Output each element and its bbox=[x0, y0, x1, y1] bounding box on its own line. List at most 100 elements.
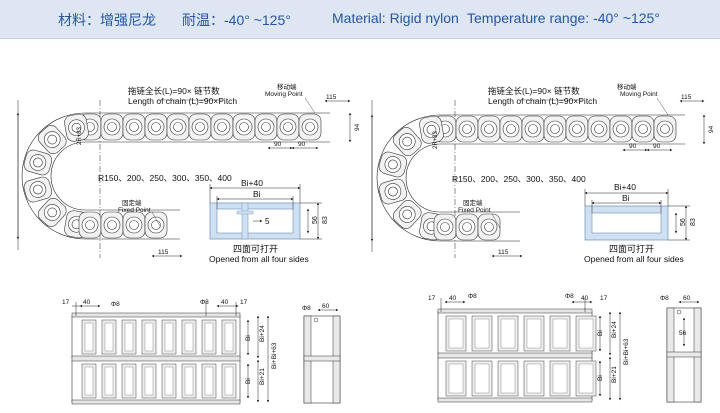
width-inner-label: Bi bbox=[253, 189, 261, 199]
bi-b: Bi bbox=[245, 378, 252, 384]
chain-link bbox=[378, 178, 408, 205]
chain-outline-inner bbox=[50, 141, 330, 211]
spec-header: 材料：增强尼龙 耐温：-40° ~125° Material: Rigid ny… bbox=[0, 0, 720, 39]
plan-cell-inner bbox=[578, 318, 594, 349]
dim-2r83: 2R+83 bbox=[77, 126, 83, 145]
plan-cells-right bbox=[445, 315, 597, 397]
plan-cell-inner bbox=[224, 322, 234, 352]
temperature-cn: 耐温：-40° ~125° bbox=[182, 12, 291, 28]
phi8-b: Φ8 bbox=[565, 293, 574, 300]
chain-drawing-right: 2R+83 拖链全长(L)=90× 链节数 Length of chain (L… bbox=[370, 82, 715, 258]
phi8: Φ8 bbox=[660, 295, 669, 302]
dim-40: 40 bbox=[449, 295, 457, 302]
dim-2r83: 2R+83 bbox=[433, 130, 439, 149]
plan-cell-inner bbox=[526, 318, 542, 349]
chain-link bbox=[166, 113, 190, 141]
dim-pitch-1: 90 bbox=[274, 141, 282, 148]
chain-link bbox=[499, 115, 523, 143]
chain-link bbox=[144, 113, 168, 141]
moving-point-cn: 移动端 bbox=[617, 82, 637, 91]
chain-link bbox=[477, 115, 501, 143]
moving-point-cn: 移动端 bbox=[277, 82, 297, 91]
chain-link bbox=[188, 113, 212, 141]
dim-115-bottom: 115 bbox=[158, 249, 169, 256]
plan-cell-inner bbox=[144, 322, 154, 352]
chain-links-right bbox=[378, 115, 677, 241]
width-outer-label: Bi+40 bbox=[241, 178, 263, 188]
phi8-a: Φ8 bbox=[468, 293, 477, 300]
dim-17-right: 17 bbox=[240, 299, 248, 306]
plan-cell-inner bbox=[204, 322, 214, 352]
caption-en: Opened from all four sides bbox=[584, 254, 684, 264]
chain-link bbox=[37, 197, 67, 227]
chain-link bbox=[631, 115, 655, 143]
bi-a: Bi bbox=[245, 335, 252, 341]
plan-cell-inner bbox=[204, 366, 214, 396]
chain-link bbox=[210, 113, 234, 141]
plan-cells-left bbox=[81, 319, 237, 399]
dim-115-top: 115 bbox=[326, 94, 337, 101]
fixed-point-en: Fixed Point bbox=[458, 207, 491, 214]
plan-cell-inner bbox=[184, 322, 194, 352]
fixed-point-en: Fixed Point bbox=[118, 207, 151, 214]
plan-cell-inner bbox=[84, 366, 94, 396]
plan-cell-inner bbox=[500, 318, 516, 349]
phi8-b: Φ8 bbox=[200, 299, 209, 306]
chain-length-en: Length of chain (L)=90×Pitch bbox=[128, 96, 237, 106]
dim-pitch-2: 90 bbox=[653, 143, 661, 150]
chain-link bbox=[100, 211, 124, 239]
plan-cell-inner bbox=[500, 363, 516, 394]
plan-cell-inner bbox=[474, 318, 490, 349]
dim-17: 17 bbox=[428, 295, 436, 302]
chain-outline-outer bbox=[376, 114, 685, 242]
side-view-right: Φ8 60 56 bbox=[660, 295, 702, 403]
chain-link bbox=[433, 213, 457, 241]
dim-40: 40 bbox=[83, 299, 91, 306]
dim-pitch-2: 90 bbox=[298, 141, 306, 148]
cross-section-right: Bi+40 Bi 56 83 四面可打开 Opened from all fou… bbox=[584, 182, 697, 264]
chain-link bbox=[144, 211, 168, 239]
plan-cell-inner bbox=[104, 366, 114, 396]
chain-link bbox=[378, 151, 408, 178]
width-outer-label: Bi+40 bbox=[614, 182, 636, 192]
dim-40-right: 40 bbox=[221, 299, 229, 306]
dim-56: 56 bbox=[679, 330, 687, 337]
chain-links-left bbox=[23, 113, 322, 239]
chain-outline-outer bbox=[21, 112, 330, 240]
chain-link bbox=[100, 113, 124, 141]
bi-plus-24: Bi+24 bbox=[259, 325, 266, 342]
plan-cell-inner bbox=[164, 366, 174, 396]
dim-94: 94 bbox=[708, 125, 715, 133]
chain-length-en: Length of chain (L)=90×Pitch bbox=[488, 96, 597, 106]
plan-cell-inner bbox=[124, 322, 134, 352]
plan-cell-inner bbox=[526, 363, 542, 394]
bi-a: Bi bbox=[597, 330, 604, 336]
fixed-point-cn: 固定端 bbox=[122, 198, 142, 207]
caption-cn: 四面可打开 bbox=[609, 243, 654, 254]
bi-plus-21: Bi+21 bbox=[611, 366, 618, 383]
plan-cell-inner bbox=[164, 322, 174, 352]
plan-cell-inner bbox=[144, 366, 154, 396]
chain-link bbox=[232, 113, 256, 141]
dim-115-bottom: 115 bbox=[498, 249, 509, 256]
dim-60: 60 bbox=[322, 303, 330, 310]
temperature-en: Temperature range: -40° ~125° bbox=[467, 10, 660, 26]
plan-cell-inner bbox=[104, 322, 114, 352]
fixed-point-cn: 固定端 bbox=[463, 198, 483, 207]
dim-56: 56 bbox=[680, 218, 687, 226]
chain-link bbox=[23, 176, 53, 203]
plan-cell-inner bbox=[84, 322, 94, 352]
chain-link bbox=[276, 113, 300, 141]
dim-94: 94 bbox=[354, 123, 361, 131]
caption-en: Opened from all four sides bbox=[209, 254, 309, 264]
plan-cell-inner bbox=[552, 363, 568, 394]
bi-b: Bi bbox=[597, 375, 604, 381]
dim-115-top: 115 bbox=[681, 94, 692, 101]
cross-section-left: Bi+40 Bi 5 56 83 四面可打开 Opened from all f… bbox=[209, 178, 329, 264]
dim-83: 83 bbox=[690, 218, 697, 226]
chain-link bbox=[122, 113, 146, 141]
chain-link bbox=[477, 213, 501, 241]
plan-view-right: 17 40 Φ8 Φ8 40 17 Bi Bi+24 Bi Bi+21 Bi+B… bbox=[428, 293, 630, 403]
chain-link bbox=[609, 115, 633, 143]
